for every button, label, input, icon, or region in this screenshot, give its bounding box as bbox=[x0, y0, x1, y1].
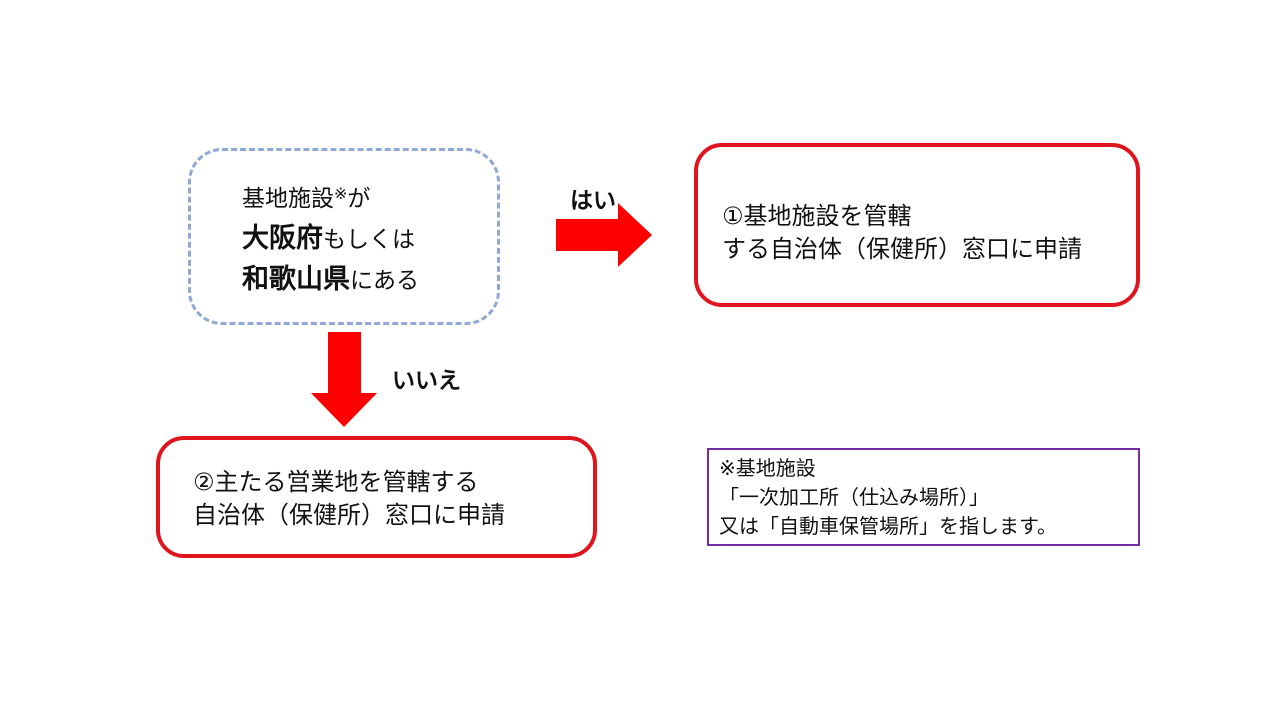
footnote-box: ※基地施設 「一次加工所（仕込み場所）」 又は「自動車保管場所」を指します。 bbox=[707, 448, 1140, 546]
result-no-box: ②主たる営業地を管轄する 自治体（保健所）窓口に申請 bbox=[156, 436, 597, 558]
yes-label: はい bbox=[570, 188, 616, 214]
result-no-line-1: ②主たる営業地を管轄する bbox=[193, 468, 479, 496]
decision-line-2-text: もしくは bbox=[323, 227, 415, 253]
result-yes-line-1: ①基地施設を管轄 bbox=[722, 202, 912, 230]
decision-box: 基地施設※が 大阪府もしくは 和歌山県にある bbox=[188, 148, 500, 325]
no-label: いいえ bbox=[392, 368, 461, 394]
decision-line-3-text: にある bbox=[350, 268, 419, 294]
footnote-mark: ※ bbox=[334, 184, 348, 203]
prefecture-wakayama: 和歌山県 bbox=[242, 264, 350, 295]
decision-line-1-suffix: が bbox=[347, 186, 371, 212]
result-yes-line-2: する自治体（保健所）窓口に申請 bbox=[722, 235, 1082, 263]
footnote-line-1: ※基地施設 bbox=[719, 456, 816, 480]
footnote-text: ※基地施設 「一次加工所（仕込み場所）」 又は「自動車保管場所」を指します。 bbox=[719, 454, 1057, 541]
decision-line-1: 基地施設※が bbox=[242, 179, 419, 219]
result-yes-box: ①基地施設を管轄 する自治体（保健所）窓口に申請 bbox=[694, 143, 1140, 307]
decision-text: 基地施設※が 大阪府もしくは 和歌山県にある bbox=[242, 179, 419, 301]
result-yes-text: ①基地施設を管轄 する自治体（保健所）窓口に申請 bbox=[722, 200, 1082, 266]
prefecture-osaka: 大阪府 bbox=[242, 223, 323, 254]
no-arrow-icon bbox=[311, 332, 377, 427]
result-no-text: ②主たる営業地を管轄する 自治体（保健所）窓口に申請 bbox=[193, 466, 505, 532]
yes-arrow-icon bbox=[556, 203, 652, 267]
footnote-line-2: 「一次加工所（仕込み場所）」 bbox=[719, 485, 989, 509]
decision-line-3: 和歌山県にある bbox=[242, 260, 419, 301]
decision-line-2: 大阪府もしくは bbox=[242, 219, 419, 260]
footnote-line-3: 又は「自動車保管場所」を指します。 bbox=[719, 514, 1057, 538]
result-no-line-2: 自治体（保健所）窓口に申請 bbox=[193, 501, 505, 529]
decision-line-1-text: 基地施設 bbox=[242, 186, 334, 212]
